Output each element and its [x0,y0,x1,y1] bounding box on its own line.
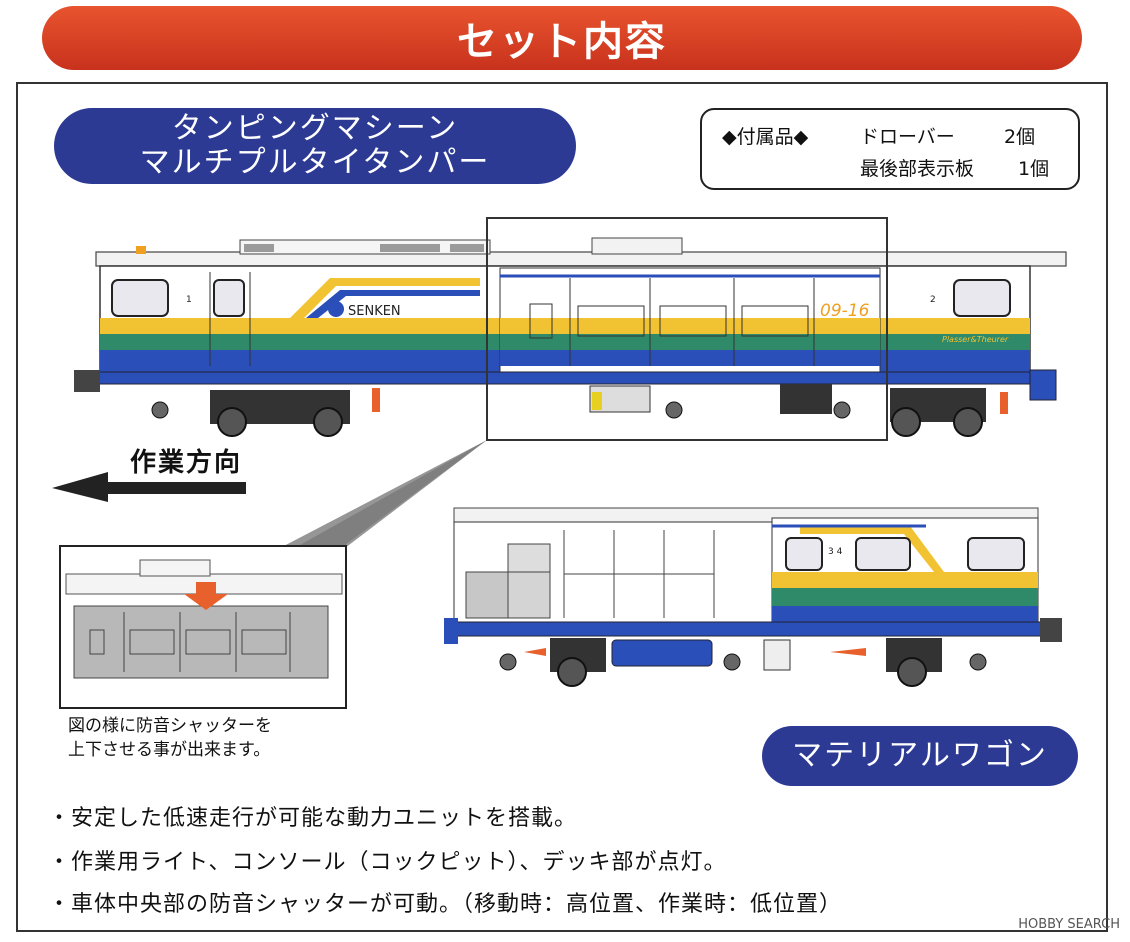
shutter-inset [59,545,347,709]
tamping-title-line2: マルチプルタイタンパー [139,145,491,180]
accessories-box: ◆付属品◆ ドローバー 2個 最後部表示板 1個 [700,108,1080,190]
feature-item-2: ・作業用ライト、コンソール（コックピット）、デッキ部が点灯。 [48,850,727,875]
feature-item-1: ・安定した低速走行が可能な動力ユニットを搭載。 [48,806,578,831]
tamping-title-pill: タンピングマシーン マルチプルタイタンパー [54,108,576,184]
zoom-callout-box [486,217,888,441]
shutter-caption: 図の様に防音シャッターを 上下させる事が出来ます。 [68,714,272,762]
direction-label: 作業方向 [130,448,243,478]
banner-title: セット内容 [457,19,667,65]
wagon-title: マテリアルワゴン [792,738,1048,773]
content-frame [16,82,1108,932]
senken-brand-text: SENKEN [348,304,401,319]
accessory-drawbar-name: ドローバー [860,126,955,148]
end-number-2: 2 [930,295,936,305]
watermark: HOBBY SEARCH [1018,917,1120,932]
shutter-down-arrow-icon [184,582,228,610]
accessories-header: ◆付属品◆ [722,126,809,148]
direction-arrow-icon [52,472,246,502]
shutter-caption-line2: 上下させる事が出来ます。 [68,740,271,760]
wagon-car-labels: 3 4 [828,547,843,557]
top-banner: セット内容 [42,6,1082,70]
accessory-drawbar-qty: 2個 [1004,126,1036,148]
plasser-script-text: Plasser&Theurer [942,335,1009,344]
hobby-search-watermark: HOBBY SEARCH [1018,917,1120,932]
accessory-tail-sign-name: 最後部表示板 [860,158,975,180]
end-number-1: 1 [186,295,192,305]
feature-item-3: ・車体中央部の防音シャッターが可動。（移動時：高位置、作業時：低位置） [48,892,843,917]
tamping-title-line1: タンピングマシーン [171,111,459,146]
car-number-text: 09-16 [820,301,870,321]
shutter-caption-line1: 図の様に防音シャッターを [68,716,272,736]
material-wagon: 3 4 [444,507,1062,687]
tamping-machine: SENKEN 1 2 Plasser&Theurer 09-16 [74,237,1067,437]
accessory-tail-sign-qty: 1個 [1018,158,1050,180]
wagon-title-pill: マテリアルワゴン [762,726,1078,786]
